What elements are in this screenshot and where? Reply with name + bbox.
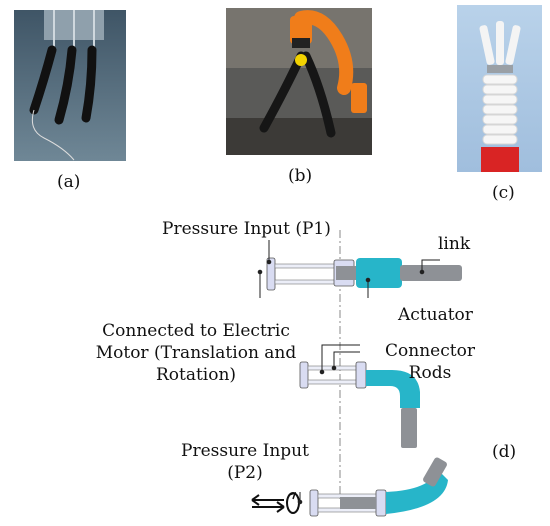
label-pressure-input-p1: Pressure Input (P1)	[162, 219, 331, 239]
photo-c-image	[457, 5, 542, 172]
leader-lines	[257, 240, 440, 505]
label-actuator: Actuator	[398, 305, 473, 325]
caption-b: (b)	[288, 166, 313, 186]
photo-a-image	[14, 10, 126, 161]
label-electric-motor: Connected to Electric Motor (Translation…	[95, 321, 297, 385]
caption-c: (c)	[492, 183, 515, 203]
assembly-curved	[251, 457, 448, 517]
photo-c	[457, 5, 542, 172]
photo-b	[226, 8, 372, 155]
caption-d: (d)	[492, 442, 517, 462]
assembly-straight	[266, 257, 462, 291]
label-pressure-input-p2: Pressure Input (P2)	[181, 441, 309, 483]
photo-b-image	[226, 8, 372, 155]
label-connector-rods: Connector Rods	[385, 341, 475, 383]
caption-a: (a)	[57, 172, 81, 192]
photo-a	[14, 10, 126, 161]
label-link: link	[438, 234, 471, 254]
